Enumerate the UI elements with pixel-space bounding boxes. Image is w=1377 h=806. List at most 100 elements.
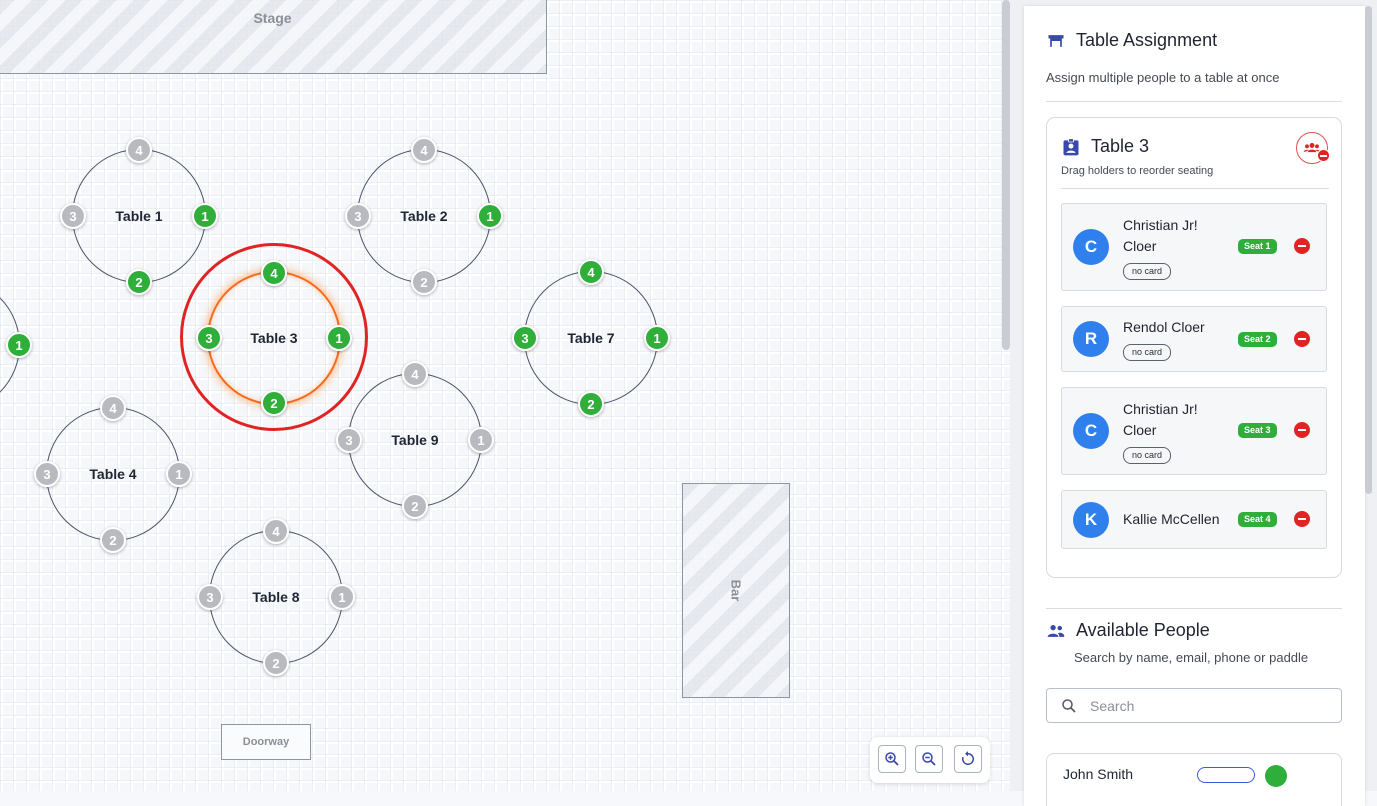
seat-4[interactable]: 4 <box>100 395 126 421</box>
badge-icon <box>1061 137 1081 157</box>
table-1[interactable]: Table 1 1 2 3 4 <box>60 137 218 295</box>
seat-3[interactable]: 3 <box>196 325 222 351</box>
reset-icon <box>962 751 974 765</box>
available-people-header: Available People <box>1046 620 1210 641</box>
reset-view-button[interactable] <box>954 745 982 773</box>
table-3[interactable]: Table 3 1 2 3 4 <box>196 260 352 416</box>
table-4[interactable]: Table 4 1 2 3 4 <box>34 395 192 553</box>
panel-content: Table Assignment Assign multiple people … <box>1024 6 1365 806</box>
panel-header: Table Assignment <box>1046 30 1217 51</box>
table-card-header: Table 3 <box>1061 136 1149 157</box>
seat-1[interactable]: 1 <box>644 325 670 351</box>
available-person-item[interactable]: John Smith <box>1046 753 1342 806</box>
seat-badge: Seat 2 <box>1238 332 1277 347</box>
stage-fixture: Stage <box>0 0 547 74</box>
seat-holder-item[interactable]: C Christian Jr! Cloer no card Seat 1 <box>1061 203 1327 291</box>
floor-scrollbar[interactable] <box>1002 0 1010 350</box>
zoom-out-icon <box>922 752 936 766</box>
avatar: R <box>1073 321 1109 357</box>
remove-person-button[interactable] <box>1294 238 1310 254</box>
seat-holder-item[interactable]: K Kallie McCellen Seat 4 <box>1061 490 1327 549</box>
seat-2[interactable]: 2 <box>261 390 287 416</box>
seat-holder-item[interactable]: R Rendol Cloer no card Seat 2 <box>1061 306 1327 372</box>
seat-2[interactable]: 2 <box>263 650 289 676</box>
seat-4[interactable]: 4 <box>578 259 604 285</box>
search-field[interactable] <box>1046 688 1342 723</box>
seat-2[interactable]: 2 <box>402 493 428 519</box>
person-name: Christian Jr! Cloer <box>1123 217 1198 254</box>
card-status-badge: no card <box>1123 263 1172 280</box>
search-icon <box>1062 698 1076 713</box>
minus-icon <box>1317 149 1330 162</box>
table-name: Table 2 <box>400 208 448 224</box>
seat-1[interactable]: 1 <box>6 332 32 358</box>
stage-label: Stage <box>253 10 292 26</box>
zoom-in-icon <box>885 752 899 766</box>
table-name: Table 8 <box>252 589 300 605</box>
table-8[interactable]: Table 8 1 2 3 4 <box>197 518 355 676</box>
seat-2[interactable]: 2 <box>126 269 152 295</box>
table-icon <box>1046 31 1066 51</box>
remove-person-button[interactable] <box>1294 331 1310 347</box>
seat-3[interactable]: 3 <box>345 203 371 229</box>
seat-3[interactable]: 3 <box>336 427 362 453</box>
person-name: Christian Jr! Cloer <box>1123 401 1198 438</box>
table-name: Table 7 <box>567 330 615 346</box>
add-person-button[interactable] <box>1265 765 1287 787</box>
zoom-in-button[interactable] <box>878 745 906 773</box>
table-name: Table 3 <box>250 330 298 346</box>
selected-table-card: Table 3 Drag holders to reorder seating … <box>1046 117 1342 578</box>
panel-title: Table Assignment <box>1076 30 1218 50</box>
seat-4[interactable]: 4 <box>402 361 428 387</box>
remove-person-button[interactable] <box>1294 511 1310 527</box>
table-card-title: Table 3 <box>1091 136 1150 156</box>
card-status-badge: no card <box>1123 447 1172 464</box>
table-7[interactable]: Table 7 1 2 3 4 <box>512 259 670 417</box>
seat-1[interactable]: 1 <box>326 325 352 351</box>
person-name: Kallie McCellen <box>1123 511 1220 527</box>
seat-1[interactable]: 1 <box>329 584 355 610</box>
bar-label: Bar <box>728 579 744 602</box>
seat-3[interactable]: 3 <box>34 461 60 487</box>
seat-4[interactable]: 4 <box>263 518 289 544</box>
seat-2[interactable]: 2 <box>578 391 604 417</box>
zoom-out-button[interactable] <box>915 745 943 773</box>
divider <box>1061 188 1329 189</box>
seat-4[interactable]: 4 <box>411 137 437 163</box>
remove-all-people-button[interactable] <box>1296 132 1330 164</box>
seat-1[interactable]: 1 <box>166 461 192 487</box>
avatar: K <box>1073 502 1109 538</box>
table-9[interactable]: Table 9 1 2 3 4 <box>336 361 494 519</box>
seat-1[interactable]: 1 <box>468 427 494 453</box>
seat-3[interactable]: 3 <box>197 584 223 610</box>
person-name: Rendol Cloer <box>1123 319 1205 335</box>
seat-2[interactable]: 2 <box>411 269 437 295</box>
table-name: Table 9 <box>391 432 439 448</box>
zoom-controls <box>870 737 990 783</box>
search-input[interactable] <box>1088 696 1332 715</box>
table-assignment-panel: Table Assignment Assign multiple people … <box>1010 0 1377 806</box>
seat-badge: Seat 3 <box>1238 423 1277 438</box>
people-icon <box>1046 621 1066 641</box>
seat-3[interactable]: 3 <box>60 203 86 229</box>
seat-1[interactable]: 1 <box>477 203 503 229</box>
card-status-badge: no card <box>1123 344 1172 361</box>
remove-person-button[interactable] <box>1294 422 1310 438</box>
floor-plan-canvas[interactable]: Stage Bar Doorway 1 Table 1 1 2 3 4 Tabl… <box>0 0 1010 791</box>
seat-2[interactable]: 2 <box>100 527 126 553</box>
seat-4[interactable]: 4 <box>126 137 152 163</box>
seat-4[interactable]: 4 <box>261 260 287 286</box>
person-name: John Smith <box>1063 766 1134 782</box>
table-card-subtitle: Drag holders to reorder seating <box>1061 165 1214 177</box>
divider <box>1046 101 1342 102</box>
table-partial-left[interactable]: 1 <box>0 278 32 412</box>
panel-scrollbar[interactable] <box>1365 6 1372 494</box>
available-people-title: Available People <box>1076 620 1210 640</box>
divider <box>1046 608 1342 609</box>
doorway-fixture: Doorway <box>221 724 311 760</box>
table-name: Table 4 <box>89 466 137 482</box>
seat-1[interactable]: 1 <box>192 203 218 229</box>
seat-holder-item[interactable]: C Christian Jr! Cloer no card Seat 3 <box>1061 387 1327 475</box>
table-2[interactable]: Table 2 1 2 3 4 <box>345 137 503 295</box>
seat-3[interactable]: 3 <box>512 325 538 351</box>
